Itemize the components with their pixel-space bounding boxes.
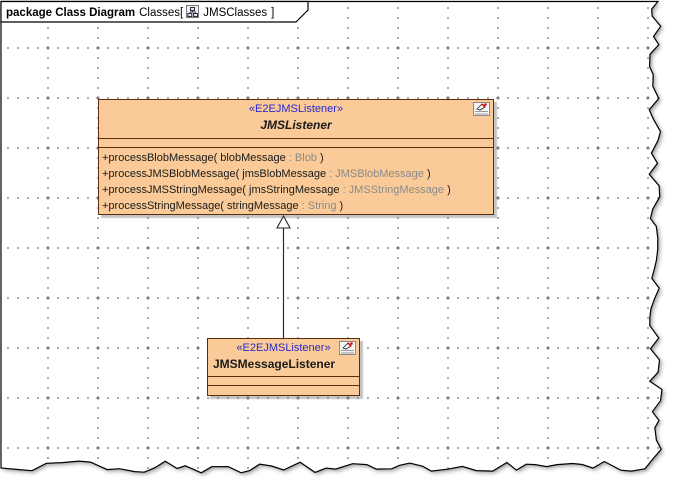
open-bracket: [ (180, 7, 184, 19)
diagram-name-label: JMSClasses (203, 7, 268, 19)
stereotype-label: «E2EJMSListener» (236, 342, 331, 354)
operation: +processBlobMessage( blobMessage : Blob … (102, 152, 324, 164)
element-image-badge-icon (473, 102, 490, 116)
operation: +processStringMessage( stringMessage : S… (102, 200, 344, 212)
class-name: JMSListener (260, 118, 332, 132)
diagram-kind-label: package Class Diagram (6, 7, 136, 19)
stereotype-label: «E2EJMSListener» (248, 103, 344, 115)
operations-compartment: +processBlobMessage( blobMessage : Blob … (99, 148, 493, 214)
class-header: «E2EJMSListener» JMSMessageListener (208, 339, 359, 377)
class-header: «E2EJMSListener» JMSListener (99, 100, 493, 139)
class-jmsmessagelistener[interactable]: «E2EJMSListener» JMSMessageListener (207, 338, 360, 396)
attributes-compartment (99, 139, 493, 148)
close-bracket: ] (271, 7, 275, 19)
attributes-compartment (208, 377, 359, 386)
class-jmslistener[interactable]: «E2EJMSListener» JMSListener +processBlo… (98, 99, 494, 215)
operation: +processJMSBlobMessage( jmsBlobMessage :… (102, 168, 431, 180)
operation: +processJMSStringMessage( jmsStringMessa… (102, 184, 451, 196)
element-image-badge-icon (339, 341, 356, 355)
operations-compartment (208, 386, 359, 395)
diagram-context-label: Classes (139, 7, 181, 19)
class-name: JMSMessageListener (213, 357, 336, 371)
class-diagram-icon (186, 5, 200, 18)
generalization-edge[interactable] (274, 215, 294, 341)
